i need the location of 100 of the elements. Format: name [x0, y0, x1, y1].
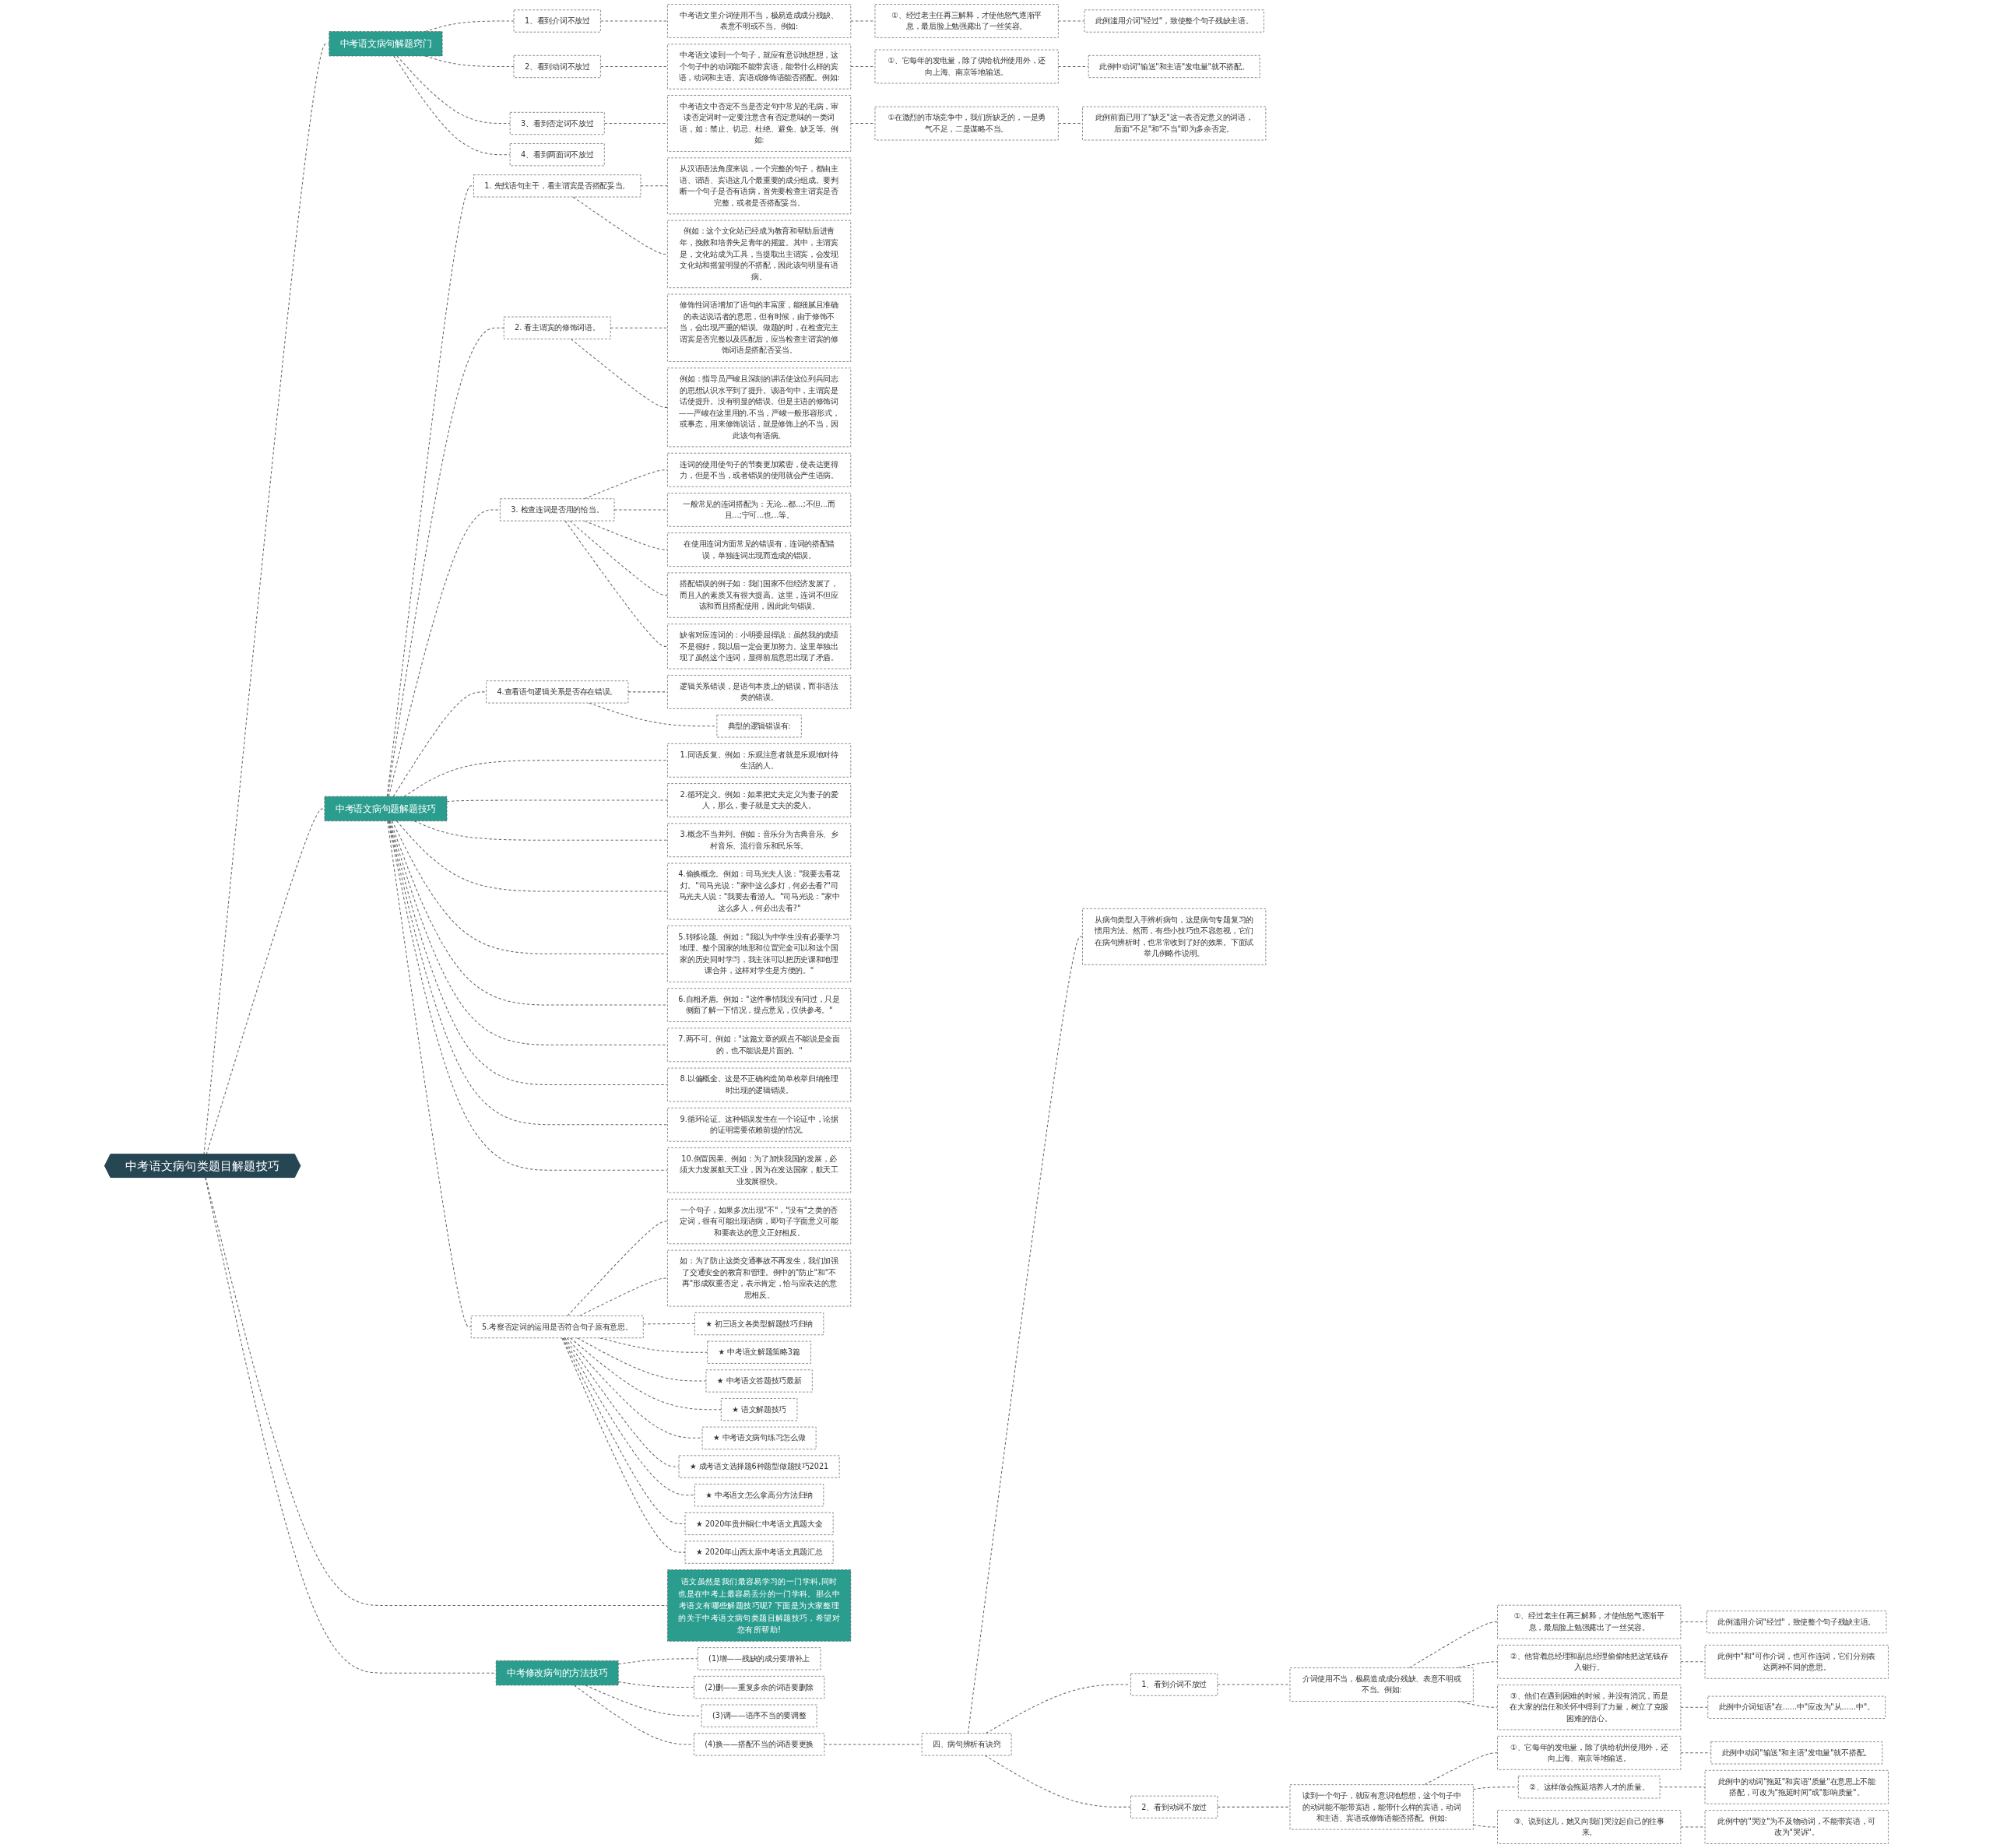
node-box: 9.循环论证。这种错误发生在一个论证中，论据的证明需要依赖前提的情况。 — [667, 1108, 852, 1142]
node-box: 中考语文读到一个句子，就应有意识地想想，这个句子中的动词能不能带宾语，能带什么样的宾语，动词和主语、宾语或修饰语能否搭配。例如: — [667, 44, 852, 90]
connector — [1408, 1621, 1499, 1669]
node-box: 中考语文病句解题窍门 — [329, 31, 443, 57]
connector — [388, 820, 668, 1045]
connector — [1217, 1806, 1291, 1808]
connector — [1217, 1684, 1291, 1685]
node-box: ★ 初三语文各类型解题技巧归纳 — [694, 1312, 824, 1336]
node-box: 2.循环定义。例如：如果把丈夫定义为妻子的爱人，那么，妻子就是丈夫的爱人。 — [667, 783, 852, 817]
node-box: ★ 中考语文病句练习怎么做 — [701, 1426, 817, 1449]
connector — [1680, 1661, 1706, 1663]
node-box: 中考语文里介词使用不当，极易造成成分残缺、表意不明或不当。例如: — [667, 4, 852, 38]
node-box: ①、它每年的发电量，除了供给杭州使用外，还向上海、南京等地输送。 — [1497, 1736, 1682, 1770]
connector — [563, 1337, 695, 1496]
node-box: 2、看到动词不放过 — [513, 54, 601, 79]
node-box: 此例中动词"输送"和主语"发电量"就不搭配。 — [1710, 1741, 1883, 1765]
node-box: 2. 看主谓宾的修饰词语。 — [503, 316, 611, 339]
connector — [577, 1337, 707, 1382]
node-box: (3)调——语序不当的要调整 — [701, 1704, 817, 1727]
node-box: ②、这样做会拖延培养人才的质量。 — [1518, 1776, 1661, 1799]
connector — [572, 196, 668, 255]
connector — [387, 820, 472, 1328]
node-box: ②、他背着总经理和副总经理偷偷地把这笔钱存入银行。 — [1497, 1645, 1682, 1679]
connector — [570, 1337, 722, 1411]
node-box: ①、它每年的发电量，除了供给杭州使用外，还向上海、南京等地输送。 — [874, 49, 1059, 84]
connector — [599, 66, 668, 67]
node-box: 逻辑关系错误，是语句本质上的错误，而非语法类的错误。 — [667, 675, 852, 709]
node-box: ★ 成考语文选择题6种题型做题技巧2021 — [678, 1455, 840, 1478]
connector — [850, 123, 876, 125]
connector — [985, 1684, 1131, 1734]
node-box: 6.自相矛盾。例如："这件事情我没有问过，只是侧面了解一下情况，提点意见，仅供参考。" — [667, 988, 852, 1022]
node-box: 此例中"和"可作介词，也可作连词，它们分别表达两种不同的意思。 — [1704, 1645, 1889, 1679]
node-box: 此例中介词短语"在......中"应改为"从......中"。 — [1707, 1695, 1886, 1719]
node-box: ★ 2020年山西太原中考语文真题汇总 — [684, 1541, 834, 1564]
node-box: 此例中的"哭泣"为不及物动词，不能带宾语，可改为"哭诉"。 — [1704, 1810, 1889, 1844]
connector — [1472, 1787, 1519, 1790]
connector — [1680, 1621, 1708, 1623]
node-box: 典型的逻辑错误有: — [716, 715, 802, 738]
connector — [599, 20, 668, 22]
connector — [1057, 66, 1089, 67]
connector — [1680, 1826, 1706, 1828]
node-box: 3. 检查连词是否用的恰当。 — [500, 498, 615, 522]
node-box: 此例滥用介词"经过"，致使整个句子残缺主语。 — [1707, 1611, 1887, 1634]
connector — [446, 799, 668, 803]
node-box: 5.转移论题。例如："我以为中学生没有必要学习地理。整个国家的地形和位置完全可以和这个国家的历史同时学习，我主张可以把历史课和地理课合并，这样对学生是方便的。" — [667, 926, 852, 982]
node-box: 5.考察否定词的运用是否符合句子原有意思。 — [470, 1316, 644, 1339]
connector — [393, 55, 511, 156]
node-box: 缺省对应连词的：小明委屈得说：虽然我的成绩不是很好，我以后一定会更加努力。这里单独出现了虽然这个连词，显得前后意思出现了矛盾。 — [667, 624, 852, 669]
connector — [1659, 1787, 1706, 1788]
node-box: 此例前面已用了"缺乏"这一表否定意义的词语，后面"不足"和"不当"即为多余否定。 — [1082, 106, 1267, 141]
node-box: 一个句子，如果多次出现"不"，"没有"之类的否定词，很有可能出现语病，即句子字面意义可能和要表达的意义正好相反。 — [667, 1198, 852, 1245]
node-box: 1. 先找语句主干，看主谓宾是否搭配妥当。 — [473, 174, 641, 198]
connector — [984, 1755, 1131, 1808]
node-box: (4)换——搭配不当的词语要更换 — [694, 1733, 825, 1756]
connector — [395, 820, 668, 892]
connector — [617, 1658, 698, 1665]
node-box: 4.偷换概念。例如：司马光夫人说："我要去看花灯。"司马光说："家中这么多灯，何必去看?"司马光夫人说："我要去看游人。"司马光说："家中这么多人，何必出去看?" — [667, 863, 852, 920]
node-box: 语文虽然是我们最容易学习的一门学科,同时也是在中考上最容易丢分的一门学科。那么中考语文有哪些解题技巧呢? 下面是为大家整理的关于中考语文病句类题目解题技巧，希望对您有所帮助! — [667, 1569, 852, 1642]
node-box: 读到一个句子，就应有意识地想想，这个句子中的动词能不能带宾语，能带什么样的宾语，动词和主语、宾语或修饰语能否搭配。例如: — [1289, 1784, 1474, 1830]
node-box: 此例中动词"输送"和主语"发电量"就不搭配。 — [1088, 54, 1260, 79]
connector — [386, 185, 474, 797]
node-box: ③、他们在遇到困难的时候，并没有消沉，而是在大家的信任和关怀中得到了力量，树立了克服困难的信心。 — [1497, 1685, 1682, 1730]
node-box: 7.两不可。例如："这篇文章的观点不能说是全面的，也不能说是片面的。" — [667, 1028, 852, 1063]
connector — [1057, 20, 1085, 22]
node-box: 2、看到动词不放过 — [1130, 1795, 1218, 1818]
connector — [567, 1221, 668, 1316]
node-box: 从病句类型入手辨析病句，这是病句专题复习的惯用方法。然而，有些小技巧也不容忽视，它们在病句辨析时，也常常收到了好的效果。下面试举几例略作说明。 — [1082, 908, 1267, 965]
connector — [617, 1681, 694, 1688]
node-box: ①、经过老主任再三解释，才使他怒气逐渐平息，最后脸上勉强露出了一丝笑容。 — [1497, 1604, 1682, 1639]
node-box: 连词的使用使句子的节奏更加紧密，使表达更得力，但是不当，或者错误的使用就会产生语病。 — [667, 452, 852, 487]
node-box: ★ 中考语文解题策略3篇 — [707, 1340, 811, 1364]
connector — [967, 936, 1083, 1734]
node-box: 3.概念不当并列。例如：音乐分为古典音乐、乡村音乐、流行音乐和民乐等。 — [667, 823, 852, 858]
node-box: 例如：指导员严峻且深刻的讲话使这位列兵同志的思想认识水平到了提升。该语句中，主谓宾是话使提升。没有明显的错误。但是主语的修饰词——严峻在这里用的.不当，严峻一般形容形式，或事态，用来修饰说话，就是修饰上的不当，因此该句有语病。 — [667, 367, 852, 448]
node-box: 介词使用不当，极易造成成分残缺、表意不明或不当。例如: — [1289, 1667, 1474, 1702]
connector — [205, 1177, 497, 1674]
node-box: 如：为了防止这类交通事故不再发生，我们加强了交通安全的教育和管理。例中的"防止"和"不再"形成双重否定，表示肯定，恰与应表达的意思相反。 — [667, 1249, 852, 1307]
connector — [403, 760, 668, 797]
node-box: 1、看到介词不放过 — [1130, 1673, 1218, 1696]
node-box: (2)删——重复多余的词语要删除 — [694, 1676, 825, 1699]
node-box: 搭配错误的例子如：我们国家不但经济发展了，而且人的素质又有很大提高。这里，连词不但应该和而且搭配使用，因此此句错误。 — [667, 572, 852, 618]
connector — [413, 820, 668, 841]
node-box: 中考语文中否定不当是否定句中常见的毛病，审读否定词时一定要注意含有否定意味的一类词语，如：禁止、切忌、杜绝、避免、缺乏等。例如: — [667, 95, 852, 152]
node-box: ★ 2020年贵州铜仁中考语文真题大全 — [684, 1512, 834, 1535]
connector — [1057, 123, 1083, 125]
connector — [205, 1177, 668, 1606]
node-box: 4、看到两面词不放过 — [509, 143, 605, 167]
connector — [389, 820, 668, 1006]
connector — [640, 185, 668, 187]
node-box: 10.倒置因果。例如：为了加快我国的发展，必须大力发展航天工业，因为在发达国家，航天工业发展很快。 — [667, 1147, 852, 1193]
node-box: 此例滥用介词"经过"，致使整个句子残缺主语。 — [1084, 9, 1264, 33]
connector — [578, 1277, 668, 1316]
node-box: ★ 语文解题技巧 — [720, 1398, 798, 1421]
connector — [388, 509, 501, 797]
node-box: 例如：这个文化站已经成为教育和帮助后进青年，挽救和培养失足青年的摇篮。其中，主谓宾是，文化站成为工具，当提取出主谓宾，会发现文化站和摇篮明显的不搭配，因此该句明显有语病。 — [667, 220, 852, 289]
node-box: 3、看到否定词不放过 — [509, 112, 605, 135]
node-box: 8.以偏概全。这是不正确构造简单枚举归纳推理时出现的逻辑错误。 — [667, 1067, 852, 1102]
node-box: 此例中的动词"拖延"和宾语"质量"在意思上不能搭配，可改为"拖延时间"或"影响质量"。 — [1704, 1769, 1889, 1804]
node-box: ①在激烈的市场竞争中，我们所缺乏的，一是勇气不足，二是谋略不当。 — [874, 106, 1059, 141]
connector — [564, 1337, 680, 1467]
